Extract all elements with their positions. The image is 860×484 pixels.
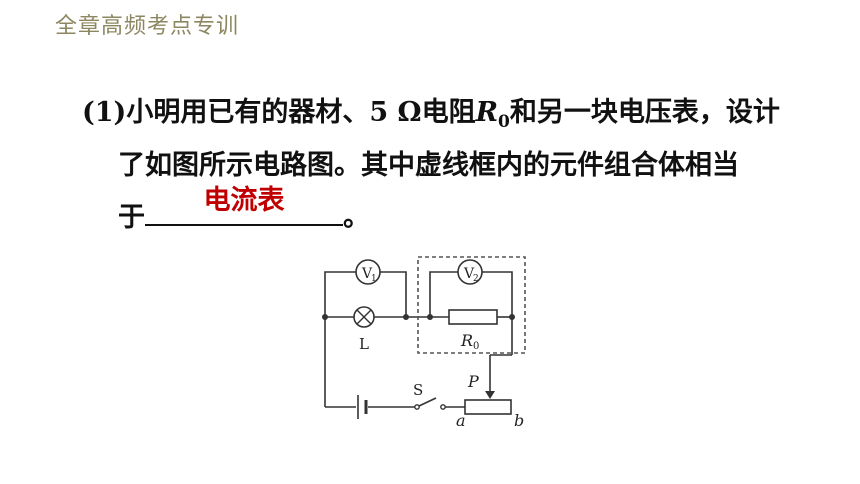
v2-letter: V xyxy=(463,266,475,282)
question-line-3-prefix: 于 xyxy=(118,202,145,233)
resistor-symbol-subscript: 0 xyxy=(498,112,510,132)
answer-text: 电流表 xyxy=(203,185,285,216)
question-line-2: 了如图所示电路图。其中虚线框内的元件组合体相当 xyxy=(118,150,739,181)
question-line-1a: 小明用已有的器材、5 Ω电阻 xyxy=(126,97,476,128)
slider-label: P xyxy=(467,372,479,391)
question-line-3: 于 电流表。 xyxy=(82,185,822,242)
lamp-icon xyxy=(353,306,375,328)
question-line-1b: 和另一块电压表，设计 xyxy=(509,97,780,128)
voltmeter-v2-icon: V 2 xyxy=(457,259,483,285)
voltmeter-v1-icon: V 1 xyxy=(355,259,381,285)
circuit-diagram: V 1 V 2 L R 0 S P a b xyxy=(322,256,526,430)
switch-label: S xyxy=(413,381,423,399)
v1-subscript: 1 xyxy=(371,274,377,284)
rheostat-end-a-label: a xyxy=(456,411,466,430)
slider-arrow-icon xyxy=(485,391,495,399)
question-number: (1) xyxy=(82,97,127,128)
answer-blank: 电流表 xyxy=(145,185,343,226)
question-line-3-suffix: 。 xyxy=(343,202,370,233)
v1-letter: V xyxy=(361,266,373,282)
section-title: 全章高频考点专训 xyxy=(55,14,240,39)
rheostat-end-b-label: b xyxy=(514,411,524,430)
question-line-1: (1)小明用已有的器材、5 Ω电阻R0和另一块电压表，设计 xyxy=(82,88,822,141)
r0-subscript: 0 xyxy=(473,341,479,352)
resistor-symbol: R0 xyxy=(475,97,510,132)
r0-letter: R xyxy=(460,331,473,350)
resistor-symbol-letter: R xyxy=(475,97,499,128)
lamp-label: L xyxy=(359,335,369,353)
question-text: (1)小明用已有的器材、5 Ω电阻R0和另一块电压表，设计 了如图所示电路图。其… xyxy=(82,88,822,242)
v2-subscript: 2 xyxy=(473,274,479,284)
